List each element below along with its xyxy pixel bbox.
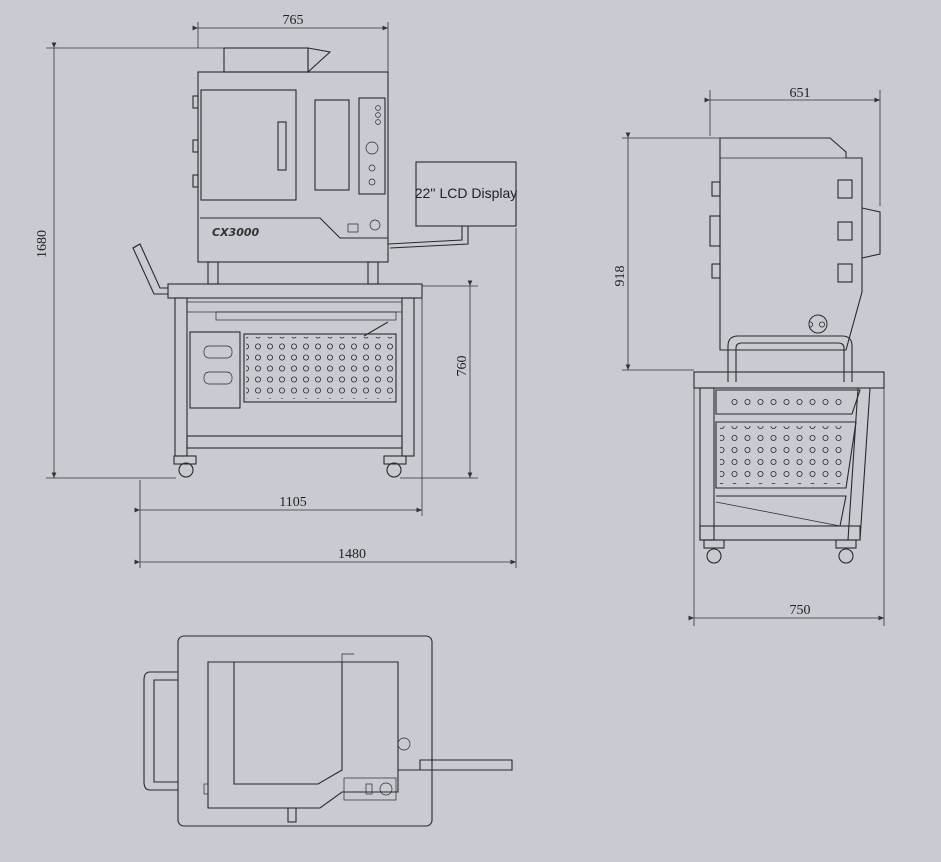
- side-cabinet: [719, 137, 863, 351]
- front-view: CX3000 22'' LCD Display: [132, 47, 518, 478]
- top-table-outline: [177, 635, 433, 827]
- lcd-box: [415, 161, 517, 227]
- top-lcd-arm: [398, 759, 513, 771]
- brand-label: CX3000: [212, 226, 260, 239]
- front-dimensions: 765 1680 760 1105 1480: [35, 13, 517, 568]
- table-top: [167, 283, 423, 299]
- dim-1480: 1480: [338, 547, 366, 562]
- control-panel: [358, 97, 386, 195]
- top-handle: [143, 671, 178, 791]
- dim-1680: 1680: [35, 230, 50, 258]
- top-hood: [223, 47, 309, 73]
- top-view: [143, 635, 513, 827]
- side-view: [693, 137, 885, 564]
- cabinet-door: [200, 89, 297, 201]
- knob-icon: [365, 141, 379, 155]
- perforated-panel: [243, 333, 397, 403]
- dim-918: 918: [613, 266, 628, 287]
- dim-760: 760: [455, 356, 470, 377]
- cabinet-body: [197, 71, 389, 263]
- dim-765: 765: [283, 13, 304, 28]
- cabinet-window: [314, 99, 350, 191]
- top-cabinet: [207, 661, 399, 809]
- drawer-left: [189, 331, 241, 409]
- dim-651: 651: [790, 86, 811, 101]
- lcd-label: 22'' LCD Display: [415, 185, 518, 201]
- dim-750: 750: [790, 603, 811, 618]
- door-handle: [277, 121, 287, 171]
- side-dimensions: 651 918 750: [613, 86, 885, 626]
- dim-1105: 1105: [279, 495, 306, 510]
